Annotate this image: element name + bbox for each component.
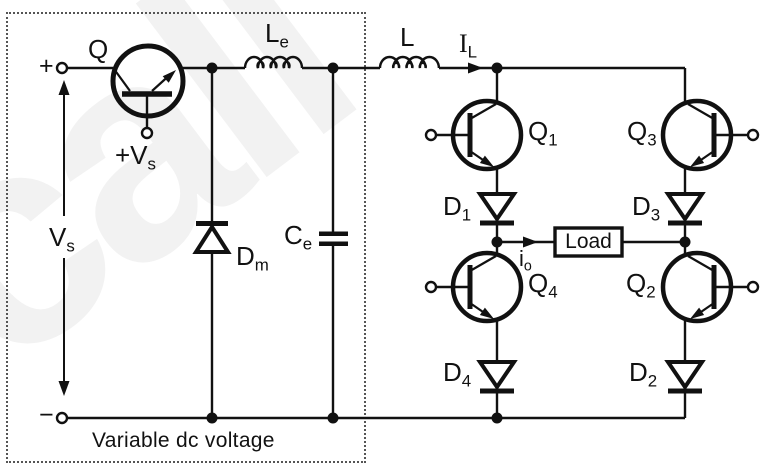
load-box-outline	[553, 226, 624, 258]
variable-dc-source-boundary	[6, 12, 366, 463]
arrow-down-icon	[58, 381, 70, 396]
emitter-arrow-icon	[162, 70, 176, 83]
capacitor-ce	[319, 231, 348, 247]
label-dm: Dm	[236, 241, 269, 275]
positive-terminal-sign: +	[39, 52, 54, 80]
diode-d1	[476, 192, 518, 226]
label-q2: Q2	[626, 268, 656, 302]
transistor-q	[110, 43, 186, 119]
label-d3: D3	[632, 191, 661, 225]
emitter-arrow-icon	[479, 307, 494, 319]
vs-measure-arrow	[58, 80, 70, 396]
diode-d3	[664, 192, 706, 226]
label-d4: D4	[443, 357, 472, 391]
inductor-l	[378, 55, 441, 69]
label-le: Le	[265, 18, 289, 52]
label-d2: D2	[629, 357, 658, 391]
il-current-arrow-icon	[468, 62, 483, 74]
negative-terminal	[55, 411, 69, 425]
load-label: Load	[565, 230, 612, 253]
emitter-arrow-icon	[479, 155, 494, 167]
label-il: IL	[459, 29, 478, 62]
label-q4: Q4	[528, 268, 558, 302]
transistor-q2	[660, 250, 760, 324]
junction-dots	[206, 62, 691, 424]
diode-d4	[476, 360, 518, 394]
emitter-arrow-icon	[690, 155, 705, 167]
base-terminal	[424, 128, 438, 142]
label-q: Q	[88, 34, 109, 64]
label-io: io	[519, 246, 532, 275]
arrow-up-icon	[58, 80, 70, 95]
transistor-q1	[424, 98, 524, 172]
caption-variable-dc-voltage: Variable dc voltage	[92, 429, 275, 452]
positive-terminal	[55, 61, 69, 75]
base-terminal	[746, 280, 760, 294]
label-plus-vs: +Vs	[115, 140, 156, 174]
emitter-arrow-icon	[690, 307, 705, 319]
transistor-q3	[660, 98, 760, 172]
diode-dm	[192, 221, 232, 254]
q-base-terminal	[140, 126, 154, 140]
label-l: L	[400, 22, 415, 52]
transistor-q4	[424, 250, 524, 324]
label-vs: Vs	[49, 222, 75, 256]
base-terminal	[746, 128, 760, 142]
io-current-arrow-icon	[523, 236, 538, 248]
label-q3: Q3	[627, 116, 657, 150]
diode-d2	[664, 360, 706, 394]
negative-terminal-sign: −	[39, 401, 54, 429]
label-d1: D1	[443, 191, 472, 225]
label-q1: Q1	[528, 116, 558, 150]
inductor-le	[243, 55, 304, 69]
label-ce: Ce	[284, 220, 313, 254]
base-terminal	[424, 280, 438, 294]
terminals	[55, 61, 154, 425]
